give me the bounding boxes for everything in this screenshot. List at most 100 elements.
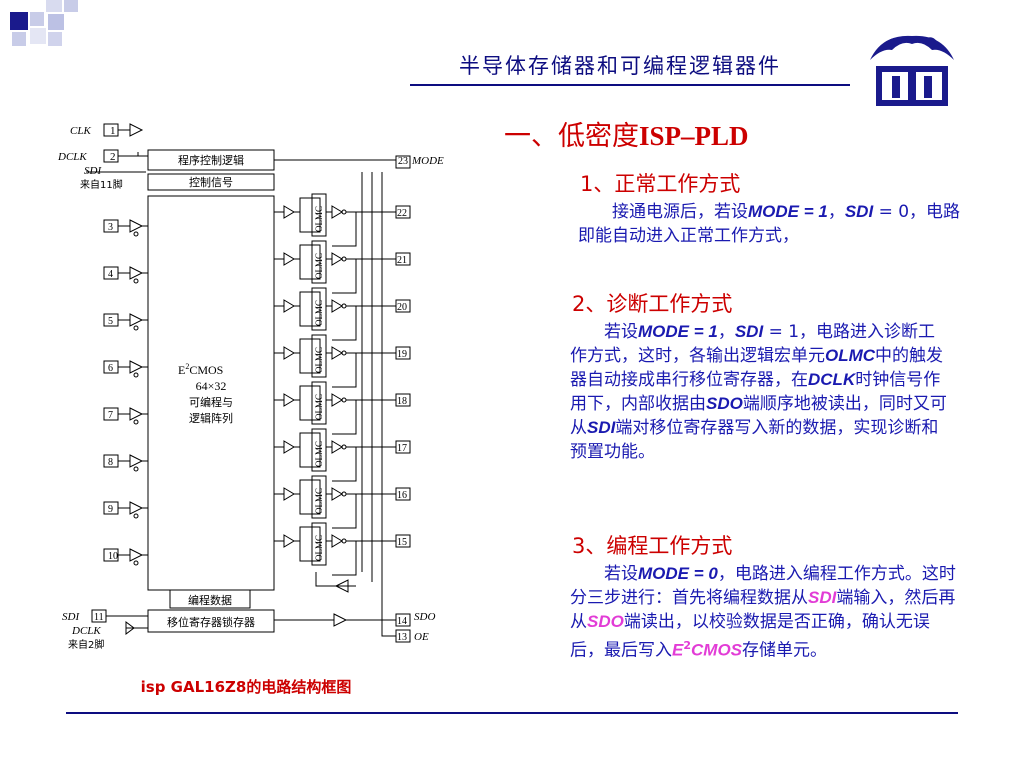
pin-label: 21 xyxy=(397,255,407,266)
inverter-bubble-icon xyxy=(133,466,139,472)
control-bus-wire xyxy=(361,172,383,592)
pin-label: 9 xyxy=(108,504,113,515)
input-buffer-icon xyxy=(118,454,148,468)
program-data-box xyxy=(169,589,251,609)
pin-label: 18 xyxy=(397,396,407,407)
feedback-wire xyxy=(332,259,357,294)
wire xyxy=(315,572,356,593)
array-label-2: 64×32 xyxy=(196,379,227,393)
from-pin11-label: 来自11脚 xyxy=(80,178,123,191)
feedback-wire xyxy=(332,494,357,529)
dclk-label: DCLK xyxy=(57,151,87,163)
wire xyxy=(106,615,148,635)
pin-23-label: 23 xyxy=(398,156,408,167)
pin-label: 16 xyxy=(397,490,407,501)
olmc-flipflop-box xyxy=(299,479,321,515)
olmc-label: OLMC xyxy=(314,441,324,467)
clk-label: CLK xyxy=(70,125,91,137)
olmc-flipflop-box xyxy=(299,432,321,468)
array-label-1: E2CMOS xyxy=(178,362,223,377)
diagram-caption: isp GAL16Z8的电路结构框图 xyxy=(140,678,352,696)
control-signal-text: 控制信号 xyxy=(189,175,233,189)
pin-label: 10 xyxy=(108,551,118,562)
array-label-4: 逻辑阵列 xyxy=(189,411,233,425)
olmc-flipflop-box xyxy=(299,244,321,280)
from-pin2-label: 来自2脚 xyxy=(68,638,104,651)
sdo-label: SDO xyxy=(414,611,435,623)
pin-label: 14 xyxy=(397,616,407,627)
wire xyxy=(381,592,396,637)
output-buffer-icon xyxy=(326,393,343,407)
mode3-heading: 3、编程工作方式 xyxy=(572,534,733,558)
pin-label: 13 xyxy=(397,632,407,643)
mode1-heading: 1、正常工作方式 xyxy=(580,172,741,196)
olmc-label: OLMC xyxy=(314,253,324,279)
pin-box xyxy=(395,534,411,548)
olmc-box xyxy=(311,522,327,566)
olmc-label: OLMC xyxy=(314,535,324,561)
feedback-wire xyxy=(332,400,357,435)
olmc-box xyxy=(311,240,327,284)
footer-rule xyxy=(66,712,958,714)
inverter-bubble-icon xyxy=(133,513,139,519)
feedback-buffer-icon xyxy=(274,205,295,219)
olmc-box xyxy=(311,287,327,331)
pin-label: 6 xyxy=(108,363,113,374)
input-buffer-icon xyxy=(118,313,148,327)
olmc-flipflop-box xyxy=(299,197,321,233)
pin-label: 4 xyxy=(108,269,113,280)
pin-label: 17 xyxy=(397,443,407,454)
sdi-label-bottom: SDI xyxy=(62,611,80,623)
pin-label: 7 xyxy=(108,410,113,421)
shift-register-box xyxy=(147,609,275,633)
pin-box xyxy=(395,346,411,360)
program-data-text: 编程数据 xyxy=(188,593,232,607)
pin-box xyxy=(395,299,411,313)
feedback-buffer-icon xyxy=(274,252,295,266)
feedback-buffer-icon xyxy=(274,299,295,313)
olmc-label: OLMC xyxy=(314,206,324,232)
pin-box xyxy=(395,205,411,219)
olmc-box xyxy=(311,193,327,237)
oe-label: OE xyxy=(414,631,429,643)
feedback-buffer-icon xyxy=(274,487,295,501)
olmc-flipflop-box xyxy=(299,291,321,327)
inverter-bubble-icon xyxy=(133,325,139,331)
olmc-flipflop-box xyxy=(299,526,321,562)
input-buffer-icon xyxy=(118,266,148,280)
output-buffer-icon xyxy=(326,534,343,548)
pin-box xyxy=(395,252,411,266)
olmc-label: OLMC xyxy=(314,394,324,420)
logic-array-box xyxy=(147,195,275,591)
olmc-flipflop-box xyxy=(299,385,321,421)
pin-label: 22 xyxy=(397,208,407,219)
olmc-label: OLMC xyxy=(314,488,324,514)
mode2-paragraph: 若设MODE = 1，SDI = 1，电路进入诊断工作方式，这时，各输出逻辑宏单… xyxy=(570,322,947,462)
feedback-wire xyxy=(332,212,357,247)
sdo-buffer-icon xyxy=(274,613,396,627)
output-buffer-icon xyxy=(326,346,343,360)
feedback-buffer-icon xyxy=(274,346,295,360)
feedback-wire xyxy=(332,541,357,576)
input-buffer-icon xyxy=(118,360,148,374)
pin-label: 20 xyxy=(397,302,407,313)
inverter-bubble-icon xyxy=(133,419,139,425)
olmc-box xyxy=(311,475,327,519)
inverter-bubble-icon xyxy=(133,560,139,566)
program-control-text: 程序控制逻辑 xyxy=(178,153,244,167)
pin-2-label: 2 xyxy=(110,151,116,163)
output-buffer-icon xyxy=(326,252,343,266)
pin-box xyxy=(395,487,411,501)
shift-register-text: 移位寄存器锁存器 xyxy=(167,615,255,629)
school-logo-icon xyxy=(870,35,954,106)
page-header-title: 半导体存储器和可编程逻辑器件 xyxy=(459,54,781,78)
olmc-label: OLMC xyxy=(314,347,324,373)
pin-label: 15 xyxy=(397,537,407,548)
olmc-box xyxy=(311,428,327,472)
mode3-paragraph: 若设MODE = 0，电路进入编程工作方式。这时分三步进行：首先将编程数据从SD… xyxy=(570,564,956,661)
pin-box xyxy=(395,613,411,627)
olmc-flipflop-box xyxy=(299,338,321,374)
input-buffer-icon xyxy=(118,501,148,515)
feedback-buffer-icon xyxy=(274,393,295,407)
input-buffer-icon xyxy=(118,548,148,562)
